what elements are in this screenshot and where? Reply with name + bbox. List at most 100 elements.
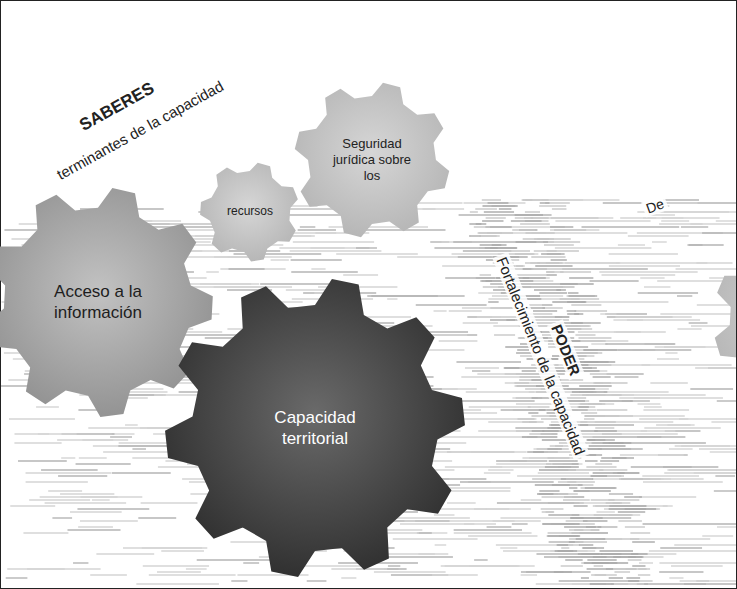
noise-streak: [601, 274, 675, 275]
noise-streak: [618, 520, 642, 521]
noise-streak: [504, 367, 519, 368]
noise-streak: [564, 526, 596, 527]
noise-streak: [488, 202, 509, 203]
noise-streak: [571, 304, 601, 305]
noise-streak: [529, 421, 544, 422]
noise-streak: [229, 268, 265, 269]
noise-streak: [549, 460, 578, 461]
noise-streak: [311, 268, 325, 269]
noise-streak: [460, 481, 554, 482]
noise-streak: [628, 580, 639, 581]
noise-streak: [517, 349, 529, 350]
noise-streak: [612, 502, 630, 503]
noise-streak: [548, 241, 580, 242]
noise-streak: [630, 532, 650, 533]
noise-streak: [29, 499, 90, 500]
noise-streak: [343, 274, 378, 275]
noise-streak: [547, 448, 561, 449]
noise-streak: [690, 223, 702, 224]
noise-streak: [76, 463, 131, 464]
noise-streak: [591, 529, 600, 530]
noise-streak: [141, 502, 198, 503]
noise-streak: [40, 496, 118, 497]
noise-streak: [569, 325, 580, 326]
noise-streak: [643, 409, 689, 410]
noise-streak: [132, 448, 146, 449]
noise-streak: [569, 277, 593, 278]
noise-streak: [557, 544, 579, 545]
noise-streak: [544, 556, 621, 557]
noise-streak: [547, 250, 579, 251]
noise-streak: [558, 493, 578, 494]
noise-streak: [585, 460, 598, 461]
noise-streak: [487, 526, 512, 527]
noise-streak: [569, 580, 582, 581]
noise-streak: [639, 562, 653, 563]
noise-streak: [586, 454, 602, 455]
noise-streak: [594, 514, 631, 515]
noise-streak: [586, 394, 621, 395]
noise-streak: [512, 229, 535, 230]
noise-streak: [492, 295, 563, 296]
noise-streak: [546, 274, 557, 275]
noise-streak: [428, 349, 465, 350]
noise-streak: [639, 496, 696, 497]
noise-streak: [628, 235, 689, 236]
noise-streak: [542, 307, 562, 308]
noise-streak: [496, 544, 573, 545]
noise-streak: [434, 514, 455, 515]
noise-streak: [291, 271, 358, 272]
noise-streak: [129, 391, 168, 392]
noise-streak: [643, 481, 723, 482]
gear-outline: [200, 163, 298, 262]
noise-streak: [657, 280, 732, 281]
noise-streak: [581, 577, 589, 578]
noise-streak: [490, 247, 517, 248]
gear-node: Seguridad jurídica sobre los: [294, 82, 450, 238]
noise-streak: [537, 448, 569, 449]
gear-outline: [165, 279, 465, 577]
noise-streak: [513, 409, 539, 410]
noise-streak: [572, 391, 607, 392]
noise-streak: [659, 223, 737, 224]
noise-streak: [450, 520, 515, 521]
noise-streak: [525, 211, 540, 212]
noise-streak: [551, 259, 567, 260]
noise-streak: [80, 520, 138, 521]
noise-streak: [684, 583, 706, 584]
noise-streak: [503, 550, 595, 551]
noise-streak: [580, 433, 678, 434]
noise-streak: [291, 259, 342, 260]
noise-streak: [595, 574, 617, 575]
noise-streak: [650, 382, 687, 383]
noise-streak: [112, 472, 171, 473]
noise-streak: [371, 295, 438, 296]
noise-streak: [609, 265, 680, 266]
noise-streak: [423, 208, 465, 209]
noise-streak: [509, 256, 527, 257]
noise-streak: [593, 556, 607, 557]
noise-streak: [341, 577, 356, 578]
noise-streak: [618, 580, 653, 581]
noise-streak: [609, 493, 633, 494]
noise-streak: [529, 433, 551, 434]
noise-streak: [531, 256, 565, 257]
noise-streak: [538, 472, 589, 473]
noise-streak: [523, 199, 533, 200]
noise-streak: [18, 460, 67, 461]
noise-streak: [471, 235, 500, 236]
noise-streak: [417, 532, 432, 533]
noise-streak: [591, 442, 623, 443]
noise-streak: [575, 334, 595, 335]
noise-streak: [596, 511, 614, 512]
gear-outline: [0, 188, 213, 417]
noise-streak: [602, 433, 622, 434]
noise-streak: [630, 400, 650, 401]
noise-streak: [618, 244, 645, 245]
noise-streak: [494, 334, 515, 335]
noise-streak: [447, 502, 476, 503]
noise-streak: [625, 568, 650, 569]
noise-streak: [601, 457, 626, 458]
noise-streak: [459, 214, 552, 215]
noise-streak: [554, 571, 572, 572]
